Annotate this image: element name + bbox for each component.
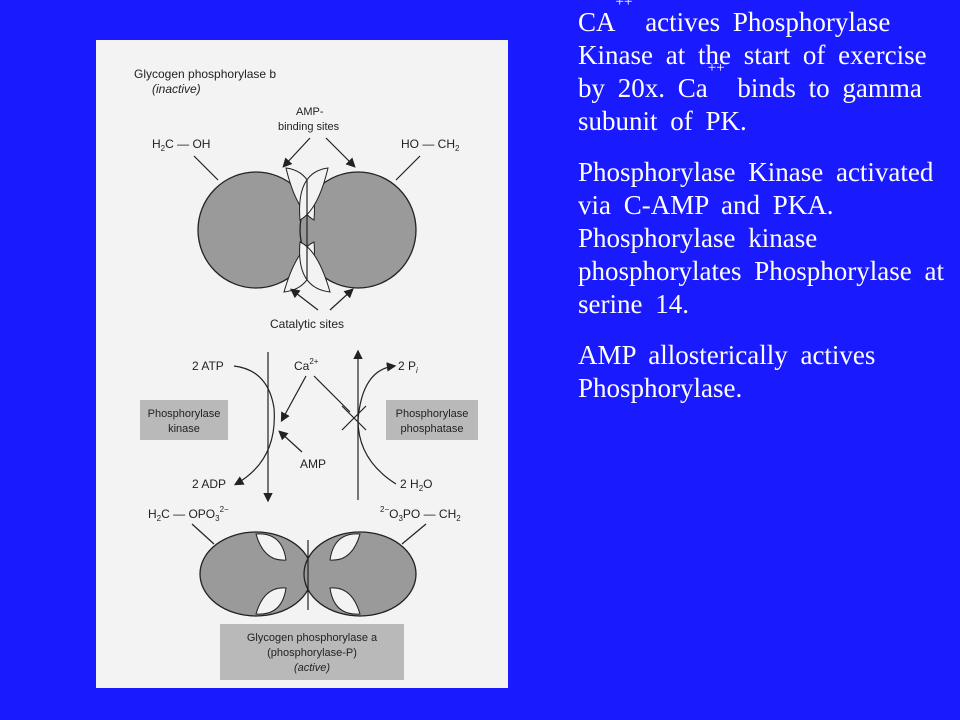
calcium-inhibit-line bbox=[313, 375, 351, 413]
top-left-group: H2C — OH bbox=[152, 137, 210, 153]
inhibit-cross-2 bbox=[341, 405, 367, 431]
bottom-left-bond bbox=[191, 523, 215, 545]
note-calcium: CA++ actives Phosphorylase Kinase at the… bbox=[578, 0, 958, 138]
enzyme-a-dimer bbox=[199, 531, 417, 617]
enzyme-b-dimer bbox=[197, 167, 417, 293]
top-state: (inactive) bbox=[152, 82, 201, 96]
calcium-label: Ca2+ bbox=[294, 357, 319, 373]
bottom-right-bond bbox=[401, 523, 427, 545]
amp-to-kinase-arrow bbox=[278, 430, 303, 453]
phosphorylase-a-box bbox=[220, 624, 404, 680]
amp-site-arrow-right bbox=[325, 137, 356, 168]
phosphorylase-kinase-box bbox=[140, 400, 228, 440]
note-pka: Phosphorylase Kinase activated via C-AMP… bbox=[578, 157, 944, 319]
water-to-pi-arrow bbox=[357, 362, 397, 485]
note-1-part-c: binds to gamma subunit of PK. bbox=[578, 73, 922, 136]
phosphatase-label-2: phosphatase bbox=[401, 423, 464, 435]
atp-label: 2 ATP bbox=[192, 359, 224, 373]
note-1-sup-2: ++ bbox=[707, 60, 725, 76]
amp-sites-label-2: binding sites bbox=[278, 121, 340, 133]
water-label: 2 H2O bbox=[400, 477, 432, 493]
adp-label: 2 ADP bbox=[192, 477, 226, 491]
note-1-part-a: CA bbox=[578, 7, 616, 37]
catalytic-arrow-right bbox=[329, 288, 354, 311]
top-left-bond bbox=[193, 155, 219, 181]
amp-label: AMP bbox=[300, 457, 326, 471]
phosphatase-label-1: Phosphorylase bbox=[396, 408, 469, 420]
catalytic-sites-label: Catalytic sites bbox=[270, 317, 344, 331]
phosphorylase-phosphatase-box bbox=[386, 400, 478, 440]
bottom-state: (active) bbox=[294, 662, 330, 674]
phosphate-label: 2 Pi bbox=[398, 359, 418, 375]
phosphorylase-diagram: Glycogen phosphorylase b (inactive) AMP-… bbox=[96, 40, 508, 688]
kinase-label-2: kinase bbox=[168, 423, 200, 435]
bottom-title: Glycogen phosphorylase a bbox=[247, 632, 378, 644]
calcium-to-kinase-arrow bbox=[280, 375, 307, 423]
top-right-group: HO — CH2 bbox=[401, 137, 460, 153]
note-1-sup-1: ++ bbox=[615, 0, 633, 10]
bottom-left-group: H2C — OPO32− bbox=[148, 505, 229, 523]
catalytic-arrow-left bbox=[290, 288, 319, 311]
diagram-svg: Glycogen phosphorylase b (inactive) AMP-… bbox=[134, 67, 478, 680]
kinase-label-1: Phosphorylase bbox=[148, 408, 221, 420]
top-right-bond bbox=[395, 155, 421, 181]
note-1-part-b: actives Phosphorylase Kinase at the star… bbox=[578, 7, 927, 103]
note-amp: AMP allosterically actives Phosphorylase… bbox=[578, 340, 876, 403]
amp-site-arrow-left bbox=[282, 137, 311, 168]
bottom-subtitle: (phosphorylase-P) bbox=[267, 647, 357, 659]
bottom-right-group: 2−O3PO — CH2 bbox=[380, 505, 461, 523]
amp-sites-label-1: AMP- bbox=[296, 106, 324, 118]
top-title: Glycogen phosphorylase b bbox=[134, 67, 276, 81]
atp-to-adp-arrow bbox=[233, 365, 275, 486]
notes-panel: CA++ actives Phosphorylase Kinase at the… bbox=[578, 0, 958, 423]
